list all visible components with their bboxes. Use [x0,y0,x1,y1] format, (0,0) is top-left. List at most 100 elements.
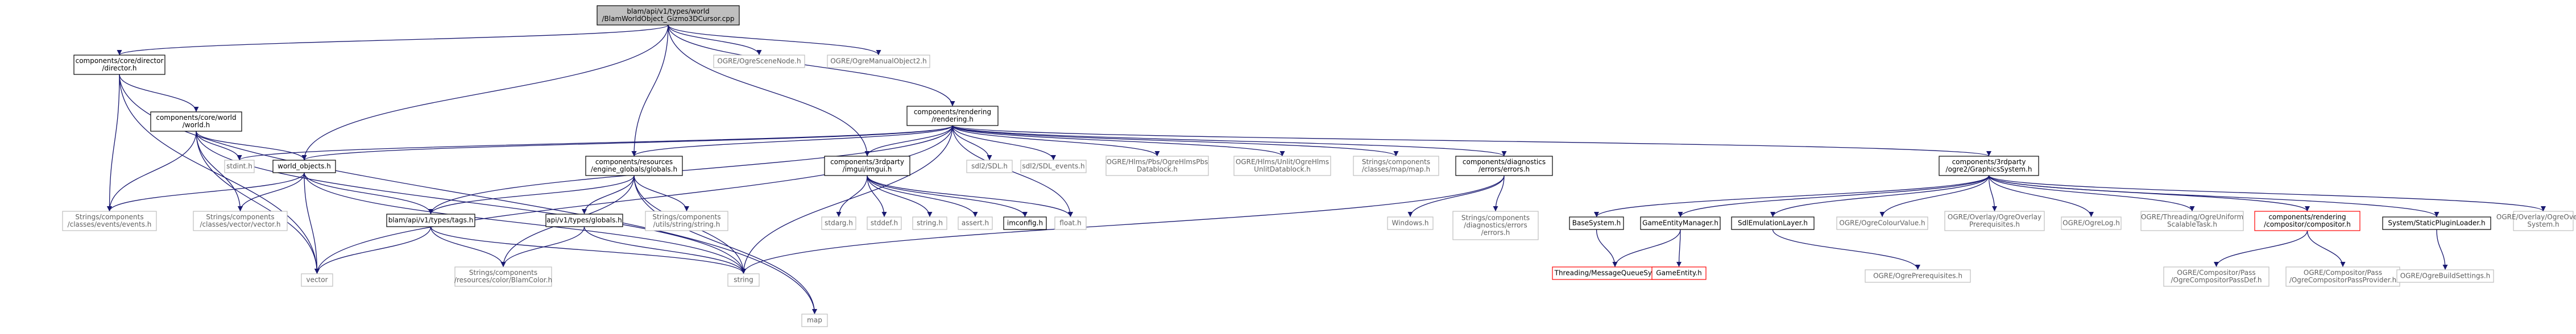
node-label: float.h [1059,219,1081,227]
node-label: blam/api/v1/types/tags.h [388,216,474,224]
edge-world-to-stdint [196,131,242,161]
node-box [1836,216,1928,230]
node-label: stddef.h [871,219,898,227]
node-sdl2sdl: sdl2/SDL.h [966,160,1013,173]
edge-rendering-to-imgui [864,125,953,157]
node-box [62,211,157,231]
node-blamcolor: Strings/components/resources/color/BlamC… [454,266,552,287]
node-sdl2events: sdl2/SDL_events.h [1020,160,1087,173]
node-box [966,160,1013,173]
node-root[interactable]: blam/api/v1/types/world/BlamWorldObject_… [597,5,740,26]
node-box [1105,156,1209,176]
edge-engine_globals-to-str_string [633,175,690,212]
node-director[interactable]: components/core/director/director.h [73,55,165,75]
node-label: Strings/components [1461,214,1530,222]
node-label: OGRE/OgreSceneNode.h [717,57,801,65]
node-label: vector [306,276,328,284]
node-label: OGRE/Compositor/Pass [2177,269,2255,277]
node-tags[interactable]: blam/api/v1/types/tags.h [386,214,475,227]
node-label: /compositor/compositor.h [2264,220,2351,228]
edge-staticplugin-to-buildsettings [2436,229,2448,270]
edge-imgui-to-stringh [867,175,933,218]
node-box [906,106,999,126]
edge-root-to-director [117,24,669,56]
node-label: world_objects.h [278,162,331,170]
node-label: OGRE/OgreBuildSettings.h [2400,272,2491,280]
node-ogre2gfx[interactable]: components/3rdparty/ogre2/GraphicsSystem… [1939,156,2039,176]
edge-ogre2gfx-to-gem [1678,175,1990,218]
node-sdlemu[interactable]: SdlEmulationLayer.h [1731,216,1815,230]
node-box [824,156,910,176]
node-overlaysys: OGRE/Overlay/OgreOverlaySystem.h [2496,211,2576,231]
node-label: OGRE/Hlms/Unlit/OgreHlms [1236,158,1329,166]
node-label: OGRE/Hlms/Pbs/OgreHlmsPbs [1107,158,1208,166]
node-imgui[interactable]: components/3rdparty/imgui/imgui.h [824,156,910,176]
edge-imgui-to-float [867,175,1073,218]
node-windows: Windows.h [1387,216,1434,230]
edge-ogre2gfx-to-overlaysys [1988,175,2546,212]
node-api-globals[interactable]: api/v1/types/globals.h [545,214,623,227]
node-label: components/rendering [914,108,991,116]
node-label: BaseSystem.h [1572,219,1621,227]
node-world[interactable]: components/core/world/world.h [150,111,242,132]
edge-director-to-world [119,74,199,112]
node-str-vector: Strings/components/classes/vector/vector… [193,211,288,231]
node-msgqueue[interactable]: Threading/MessageQueueSystem.h [1552,266,1678,280]
node-label: GameEntityManager.h [1642,219,1718,227]
node-label: Strings/components [1362,158,1430,166]
node-label: /resources/color/BlamColor.h [454,276,552,284]
edge-world_objects-to-string [304,172,746,274]
node-compositor[interactable]: components/rendering/compositor/composit… [2254,211,2360,231]
node-basesystem[interactable]: BaseSystem.h [1569,216,1624,230]
node-gem[interactable]: GameEntityManager.h [1640,216,1721,230]
node-label: Prerequisites.h [1969,220,2020,228]
node-box [821,216,856,230]
node-box [1731,216,1815,230]
edge-tags-to-vector [314,226,432,274]
node-label: Datablock.h [1137,165,1178,173]
node-rendering[interactable]: components/rendering/rendering.h [906,106,999,126]
node-label: blam/api/v1/types/world [627,7,709,15]
node-engine-globals[interactable]: components/resources/engine_globals/glob… [585,156,683,176]
edge-director-to-vector [119,74,320,274]
node-str-events: Strings/components/classes/events/events… [62,211,157,231]
node-label: Strings/components [469,269,537,277]
node-label: components/resources [595,158,673,166]
node-label: /errors/errors.h [1478,165,1530,173]
node-ogreprereq: OGRE/OgrePrerequisites.h [1865,269,1971,283]
node-box [545,214,623,227]
node-label: /diagnostics/errors [1464,222,1527,229]
edge-ogre2gfx-to-ogrelog [1988,175,2094,218]
node-box [1387,216,1434,230]
node-label: imconfig.h [1007,219,1043,227]
node-label: SdlEmulationLayer.h [1738,219,1808,227]
node-box [301,273,333,287]
edge-diag_errors-to-str_diag [1493,175,1505,212]
node-assert: assert.h [958,216,993,230]
node-box [1452,211,1539,240]
node-box [958,216,993,230]
node-box [2285,266,2400,287]
edge-ogre2gfx-to-threading [1988,175,2195,212]
node-staticplugin[interactable]: System/StaticPluginLoader.h [2382,216,2491,230]
node-world-objects[interactable]: world_objects.h [272,160,336,173]
edge-world_objects-to-str_vector [237,172,305,212]
node-box [597,5,740,26]
node-diag-errors[interactable]: components/diagnostics/errors/errors.h [1455,156,1553,176]
edge-root-to-world_objects [301,24,669,161]
node-gameentity[interactable]: GameEntity.h [1651,266,1707,280]
edge-world_objects-to-str_events [107,172,305,212]
node-label: /imgui/imgui.h [843,165,892,173]
node-label: api/v1/types/globals.h [546,216,622,224]
node-label: OGRE/OgreLog.h [2063,219,2120,227]
node-label: /classes/map/map.h [1362,165,1430,173]
node-label: /OgreCompositorPassProvider.h [2289,276,2396,284]
node-box [1003,216,1047,230]
node-label: Strings/components [652,213,720,221]
edge-basesystem-to-msgqueue [1596,229,1618,268]
node-label: components/3rdparty [830,158,904,166]
edge-api_globals-to-blamcolor [500,226,585,268]
node-box [1455,156,1553,176]
node-imconfig[interactable]: imconfig.h [1003,216,1047,230]
